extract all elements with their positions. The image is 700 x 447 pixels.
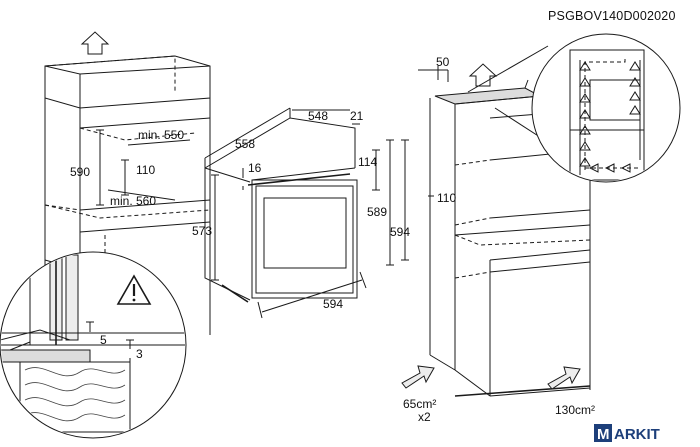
dim-21: 21: [350, 109, 364, 123]
warning-icon: [116, 274, 152, 305]
vent-outlet-area: 130cm²: [555, 403, 595, 417]
up-arrow-icon: [468, 63, 498, 87]
dim-3: 3: [136, 347, 143, 361]
dim-573: 573: [192, 224, 212, 238]
air-arrow-icon: [547, 366, 581, 390]
vent-inlet-qty: x2: [418, 410, 431, 424]
dim-590: 590: [70, 165, 90, 179]
vent-inlet-area: 65cm²: [403, 397, 436, 411]
up-arrow-icon: [80, 31, 110, 55]
drawing-code: PSGBOV140D002020: [548, 9, 676, 23]
dim-110-left: 110: [136, 163, 155, 177]
dim-5: 5: [100, 333, 107, 347]
air-arrow-icon: [401, 365, 435, 389]
airflow-arrows: [579, 58, 641, 173]
dim-min-550: min. 550: [138, 128, 184, 142]
detail-circle: 5 3: [0, 251, 187, 439]
oven: 558 548 21 16 573 114 589: [192, 107, 410, 319]
dim-594-width: 594: [323, 297, 343, 311]
watermark-logo: M ARKIT: [594, 424, 660, 443]
airflow-detail-circle: [467, 33, 681, 183]
dim-594-height: 594: [390, 225, 410, 239]
dim-114: 114: [358, 155, 377, 169]
left-dimensions: 590 min. 550 110 min. 560: [70, 128, 191, 208]
svg-text:M: M: [597, 426, 610, 443]
dim-16: 16: [248, 161, 262, 175]
dim-110-right: 110: [437, 191, 456, 205]
watermark-text: ARKIT: [614, 426, 660, 443]
dim-548: 548: [308, 109, 328, 123]
dim-50: 50: [436, 55, 450, 69]
dim-min-560: min. 560: [110, 194, 156, 208]
dim-589: 589: [367, 205, 387, 219]
